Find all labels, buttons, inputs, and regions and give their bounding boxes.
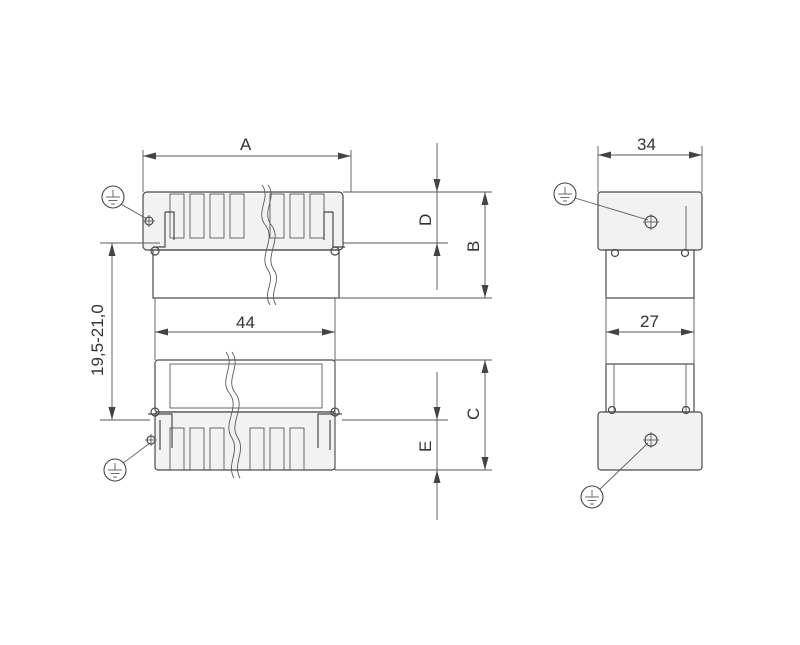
side-upper-block	[605, 249, 695, 299]
dim-27-label: 27	[640, 312, 659, 331]
dimension-d: D	[343, 143, 492, 290]
front-view-lower-part	[145, 351, 342, 479]
dim-e-label: E	[416, 441, 435, 452]
lower-break-line	[225, 351, 236, 479]
dim-d-label: D	[416, 214, 435, 226]
lower-left-screw	[150, 407, 160, 417]
dim-c-label: C	[464, 408, 483, 420]
dim-44-label: 44	[236, 313, 255, 332]
earth-symbol-side-lower	[580, 442, 649, 509]
side-lower-housing	[597, 411, 703, 471]
dimension-gap: 19,5-21,0	[88, 242, 160, 421]
upper-hood-body	[142, 191, 344, 251]
lower-ribs	[169, 427, 305, 471]
dim-gap-label: 19,5-21,0	[88, 304, 107, 376]
side-lower-block	[605, 363, 695, 413]
dim-34-label: 34	[637, 135, 656, 154]
dimension-a: A	[142, 135, 352, 192]
lower-left-bracket	[148, 413, 173, 450]
lower-inner-frame	[169, 363, 323, 409]
dimension-c: C	[335, 359, 492, 471]
upper-right-screw	[330, 246, 340, 256]
earth-symbol-upper-left	[101, 185, 148, 220]
lower-contact-block	[154, 359, 336, 413]
dim-a-label: A	[240, 135, 252, 154]
earth-symbol-side-upper	[553, 182, 649, 221]
dimension-27: 27	[605, 298, 695, 364]
earth-symbol-lower-left	[103, 442, 151, 482]
dimension-44: 44	[154, 298, 336, 470]
lower-housing-body	[154, 411, 336, 471]
upper-contact-block	[152, 249, 340, 299]
upper-break-line	[261, 184, 272, 306]
front-view-upper-part	[142, 184, 345, 306]
dim-b-label: B	[464, 241, 483, 252]
dimension-34: 34	[597, 135, 703, 192]
upper-left-screw	[150, 246, 160, 256]
lower-right-bracket	[317, 413, 342, 450]
dimension-b: B	[339, 192, 492, 299]
side-view	[597, 191, 703, 471]
dimension-e: E	[342, 372, 448, 520]
